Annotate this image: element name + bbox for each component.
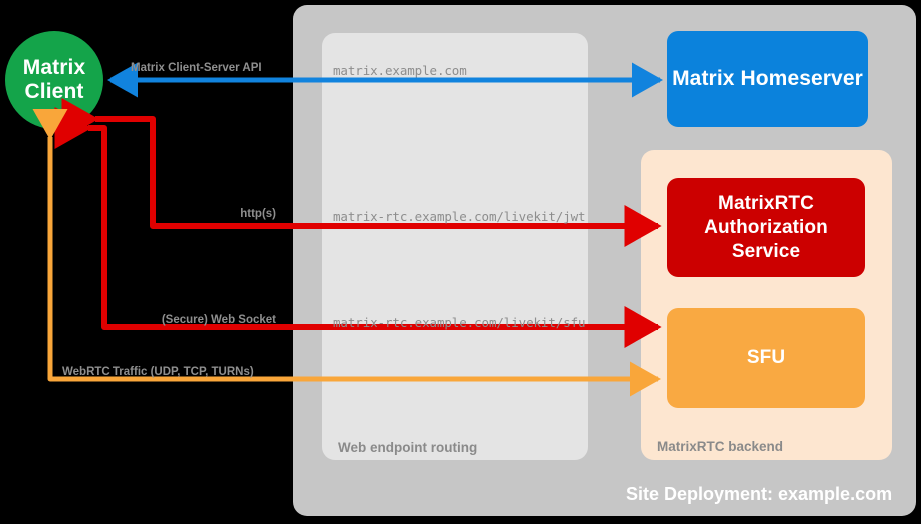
edge-label-webrtc-traffic: WebRTC Traffic (UDP, TCP, TURNs) bbox=[62, 366, 254, 378]
matrix-client-label-line1: Matrix bbox=[22, 56, 86, 79]
edge-label-client-server-api: Matrix Client-Server API bbox=[131, 62, 262, 74]
matrixrtc-authorization-service-label: MatrixRTC Authorization Service bbox=[667, 178, 865, 277]
matrix-client-label-line2: Client bbox=[24, 80, 84, 103]
matrixrtc-authorization-service-box[interactable] bbox=[667, 178, 865, 277]
sfu-label: SFU bbox=[667, 308, 865, 408]
site-deployment-caption: Site Deployment: example.com bbox=[626, 484, 893, 504]
auth-label-line1: MatrixRTC bbox=[718, 192, 814, 214]
sfu-label-text: SFU bbox=[746, 347, 786, 368]
matrix-homeserver-label-text: Matrix Homeserver bbox=[672, 67, 863, 90]
edge-label-http: http(s) bbox=[240, 208, 276, 220]
web-endpoint-routing-caption: Web endpoint routing bbox=[338, 440, 478, 455]
endpoint-matrix-example-com: matrix.example.com bbox=[333, 63, 467, 78]
matrix-homeserver-label: Matrix Homeserver bbox=[667, 31, 868, 127]
matrixrtc-backend-caption: MatrixRTC backend bbox=[657, 439, 784, 454]
matrix-client-label: Matrix Client bbox=[5, 31, 103, 129]
auth-label-line2: Authorization bbox=[704, 216, 828, 238]
auth-label-line3: Service bbox=[731, 240, 801, 262]
endpoint-livekit-jwt: matrix-rtc.example.com/livekit/jwt bbox=[333, 209, 586, 224]
edge-label-web-socket: (Secure) Web Socket bbox=[161, 314, 276, 326]
matrix-homeserver-box[interactable] bbox=[667, 31, 868, 127]
sfu-box[interactable] bbox=[667, 308, 865, 408]
connection-webrtc-traffic bbox=[32, 109, 662, 397]
endpoint-livekit-sfu: matrix-rtc.example.com/livekit/sfu bbox=[333, 315, 586, 330]
